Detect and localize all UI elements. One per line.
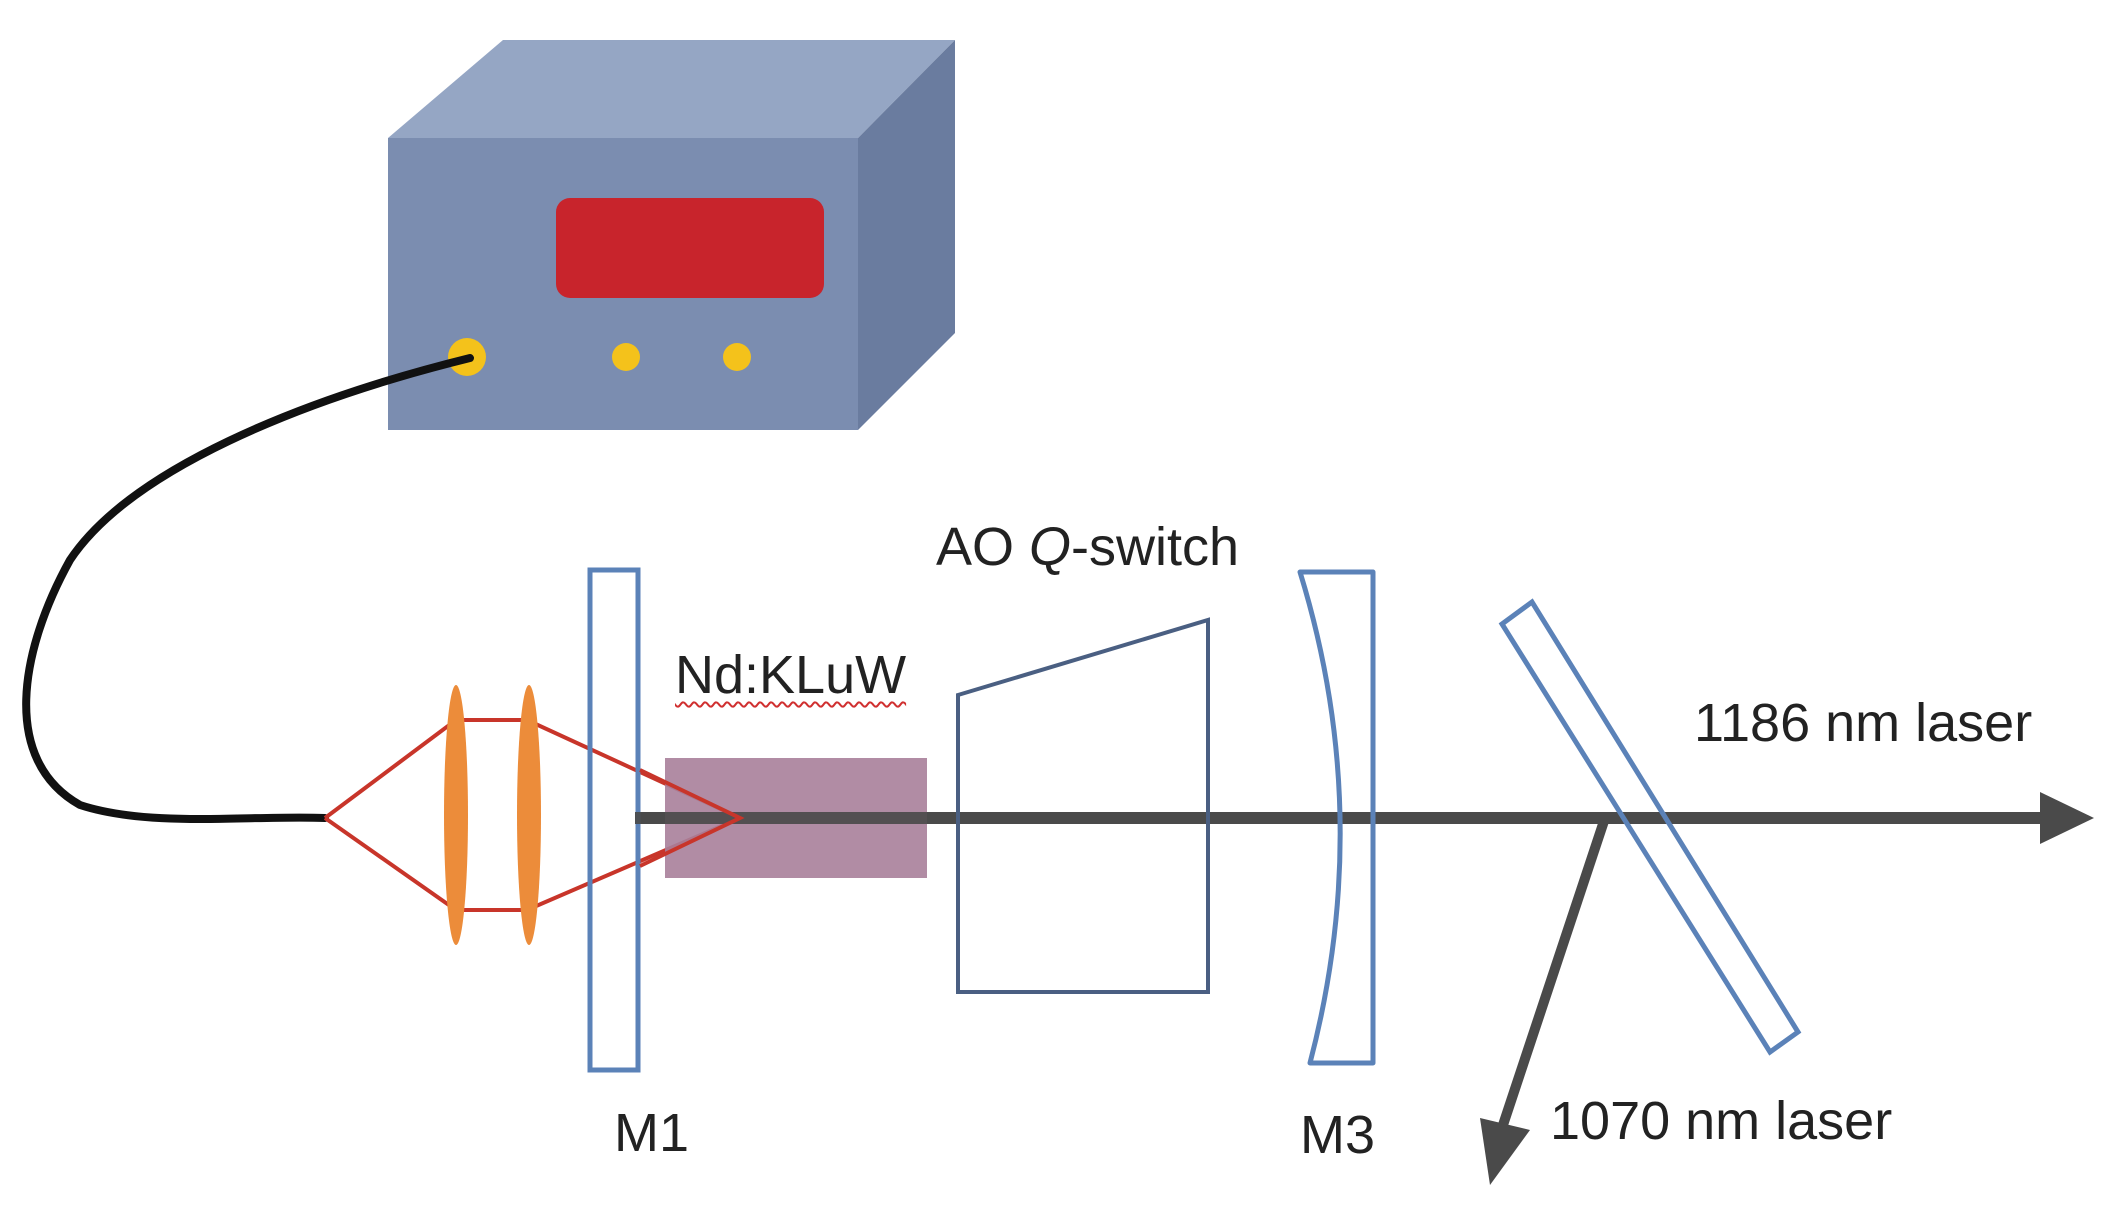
focusing-lenses xyxy=(444,685,541,945)
display-panel xyxy=(556,198,824,298)
box-side-face xyxy=(858,40,955,430)
laser-1070-label: 1070 nm laser xyxy=(1550,1091,1893,1151)
ao-q-switch xyxy=(956,617,1210,994)
mirror-m1 xyxy=(587,567,641,1073)
pump-source-box xyxy=(388,40,955,430)
optical-fiber xyxy=(22,354,474,823)
lens-2 xyxy=(517,685,541,945)
control-knob-2 xyxy=(723,343,751,371)
m1-label: M1 xyxy=(614,1103,690,1163)
laser-1186-label: 1186 nm laser xyxy=(1694,693,2033,753)
q-switch-label: AO Q-switch xyxy=(936,520,1239,574)
side-beam-line xyxy=(1497,816,1610,1130)
q-switch-label-prefix: AO xyxy=(936,517,1030,577)
q-switch-label-suffix: -switch xyxy=(1071,517,1240,577)
m3-label: M3 xyxy=(1300,1105,1376,1165)
beam-splitter xyxy=(1498,598,1802,1056)
main-beam-arrowhead xyxy=(2040,792,2094,844)
box-top-face xyxy=(388,40,955,138)
mirror-m3 xyxy=(1297,569,1376,1066)
crystal-label: Nd:KLuW xyxy=(675,645,907,705)
q-switch-label-q: Q xyxy=(1029,517,1072,577)
m3-curved-face xyxy=(1297,569,1376,1066)
pump-focus-tip xyxy=(639,768,745,868)
pump-beam-cone xyxy=(323,718,741,912)
lens-1 xyxy=(444,685,468,945)
beam-1070 xyxy=(1480,816,1610,1185)
control-knob-1 xyxy=(612,343,640,371)
side-beam-arrowhead xyxy=(1480,1118,1530,1185)
